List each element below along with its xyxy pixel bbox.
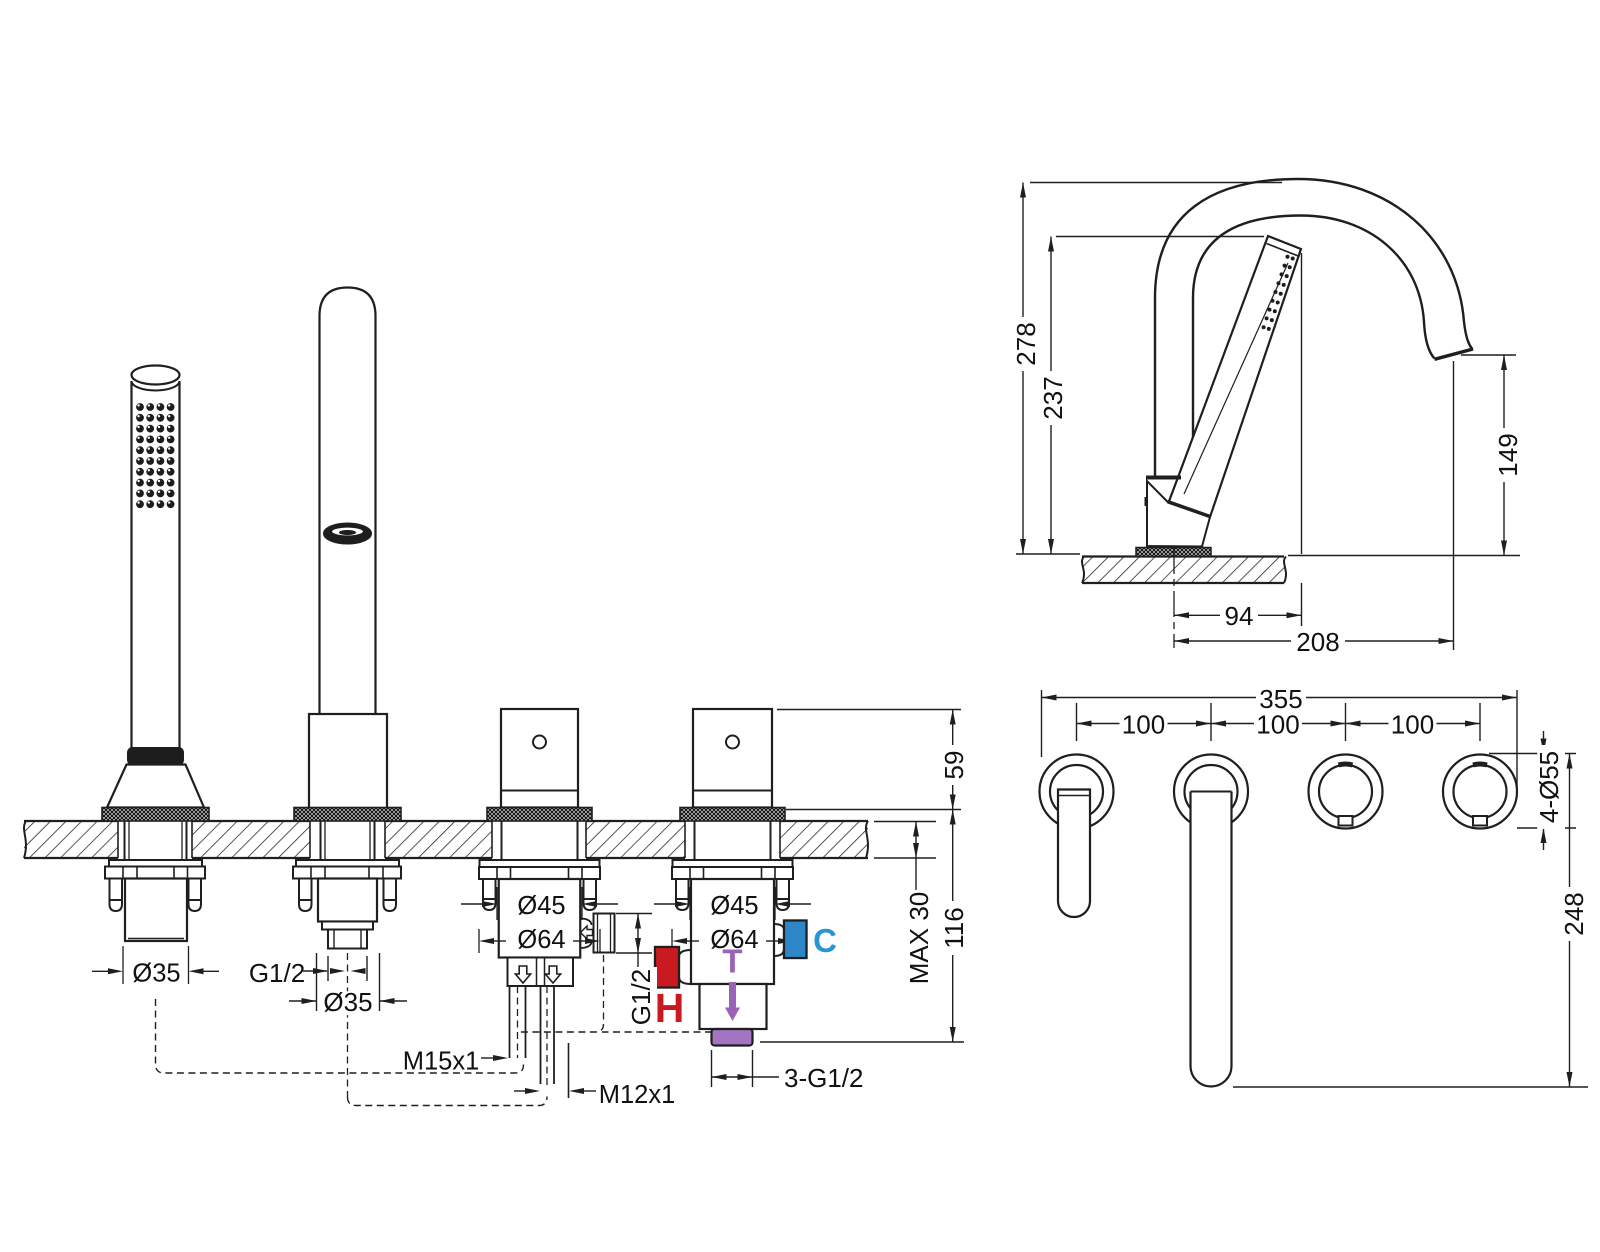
svg-text:T: T — [722, 943, 742, 980]
svg-text:Ø45: Ø45 — [517, 892, 565, 920]
svg-text:237: 237 — [1038, 376, 1068, 419]
svg-text:M12x1: M12x1 — [599, 1081, 676, 1109]
svg-text:94: 94 — [1225, 601, 1254, 631]
svg-text:Ø64: Ø64 — [710, 926, 758, 954]
svg-text:149: 149 — [1493, 433, 1523, 476]
svg-text:100: 100 — [1391, 710, 1434, 740]
svg-text:116: 116 — [939, 907, 969, 948]
svg-text:3-G1/2: 3-G1/2 — [784, 1063, 864, 1093]
svg-text:Ø64: Ø64 — [517, 926, 565, 954]
svg-text:208: 208 — [1296, 627, 1339, 657]
svg-text:100: 100 — [1122, 710, 1165, 740]
svg-text:MAX 30: MAX 30 — [904, 892, 934, 985]
svg-text:Ø35: Ø35 — [323, 987, 372, 1017]
svg-text:Ø45: Ø45 — [710, 892, 758, 920]
svg-text:59: 59 — [939, 751, 969, 780]
svg-text:G1/2: G1/2 — [626, 969, 656, 1025]
svg-text:278: 278 — [1011, 322, 1041, 365]
svg-text:Ø35: Ø35 — [132, 960, 180, 988]
svg-text:C: C — [813, 922, 837, 959]
svg-text:4-Ø55: 4-Ø55 — [1534, 751, 1564, 823]
svg-text:G1/2: G1/2 — [249, 958, 305, 988]
svg-text:100: 100 — [1256, 710, 1299, 740]
svg-text:H: H — [655, 985, 685, 1031]
svg-text:M15x1: M15x1 — [403, 1048, 480, 1076]
svg-text:355: 355 — [1259, 684, 1302, 714]
svg-text:248: 248 — [1559, 892, 1589, 935]
